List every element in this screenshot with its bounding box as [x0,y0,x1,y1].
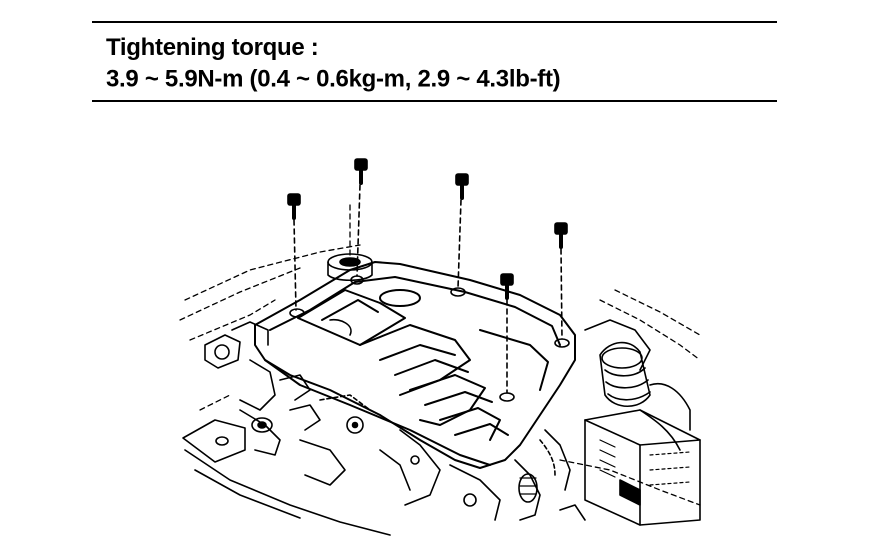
battery-box [584,409,701,526]
top-rule [92,21,777,23]
lower-components [379,429,586,521]
torque-spec-block: Tightening torque : 3.9 ~ 5.9N-m (0.4 ~ … [106,31,561,94]
torque-spec-value: 3.9 ~ 5.9N-m (0.4 ~ 0.6kg-m, 2.9 ~ 4.3lb… [106,65,561,93]
bolt-5 [500,273,514,394]
bolt-3 [455,173,469,289]
bolt-holes [289,275,570,402]
bottom-rule [92,100,777,102]
bolt-1 [287,193,301,311]
left-fender [182,419,391,536]
engine-bay-outline [179,204,701,506]
bolt-4 [554,222,568,340]
engine-cover [254,261,576,469]
torque-spec-title: Tightening torque : [106,33,319,61]
strut-tower-left [327,253,373,282]
air-intake-hose [584,319,691,451]
bolts [287,158,568,394]
